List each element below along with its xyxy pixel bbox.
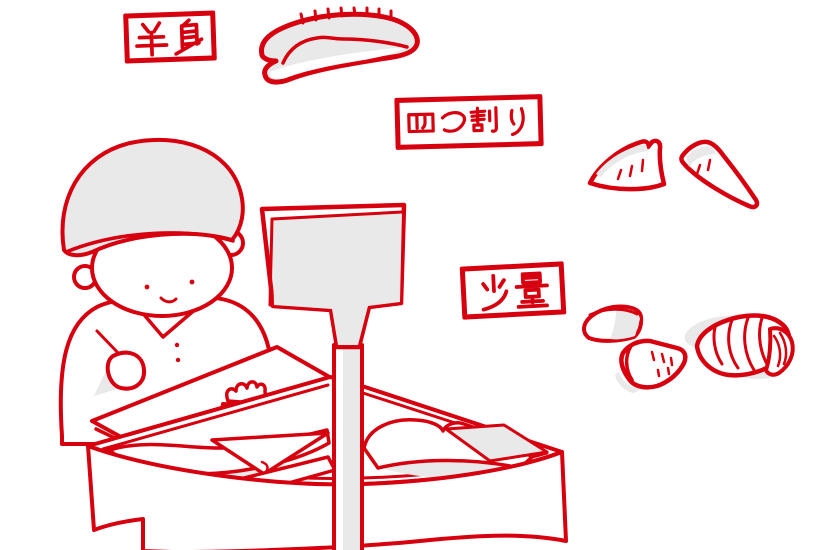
striped-fillet-tail-stripes [772,331,788,368]
sign-pole-edges [332,343,364,550]
label-small-amount: 少量 [459,261,567,320]
kanji-shou [481,273,509,312]
smile [159,296,178,304]
chunk-cut-face-line [624,344,634,382]
half-fillet-lateral-line [281,35,409,65]
shirt-button-bottom [175,357,181,363]
right-eye [189,279,195,285]
quarter-piece-right-skin [686,146,716,167]
half-fillet-flesh [270,47,405,80]
left-hand-fist [105,350,147,391]
small-block-cut-line [588,307,639,317]
kana-ri [509,107,525,137]
kanji-yon [407,112,435,134]
quarter-piece-right [679,139,760,210]
label-quartered: 四つ割り [394,94,544,150]
kanji-hanmi-strokes [135,17,204,57]
cap-brim-line [64,231,235,254]
small-block-shadow [610,308,640,340]
left-eye [144,284,150,290]
quarter-piece-left-ticks [616,158,645,181]
quarter-piece-left-skin [596,144,648,177]
half-body-fillet [259,6,420,85]
kanji-han [135,20,169,57]
case-front-face [86,444,568,550]
half-fillet-rib-ticks [299,6,393,25]
sign-pole-highlight [336,345,343,550]
display-case [86,375,568,550]
quarter-piece-right-ticks [695,158,712,176]
kanji-wari [469,106,498,133]
chunk-shadow [615,372,640,393]
kanji-ryou [514,271,549,309]
price-sign [259,202,407,550]
quartered-pieces [587,138,760,210]
fish-triangle-piece [210,431,330,476]
quarter-piece-left [587,138,667,192]
small-portion-pieces [582,304,795,393]
kana-tsu [440,111,467,133]
sign-board-face [272,212,402,345]
striped-fillet-stripes [712,316,770,372]
kanji-shouryou-strokes [481,271,549,312]
chunk-ticks [650,350,674,378]
sign-board-bevel-lines [268,210,404,307]
fish-gray-wedge-right [444,423,549,463]
cap [60,137,245,258]
label-half-body: 半身 [123,10,217,64]
kanji-mi [174,17,204,56]
kanji-yotsuwari-strokes [407,106,525,137]
shirt-button-top [174,342,180,348]
chunk-piece [619,338,688,390]
